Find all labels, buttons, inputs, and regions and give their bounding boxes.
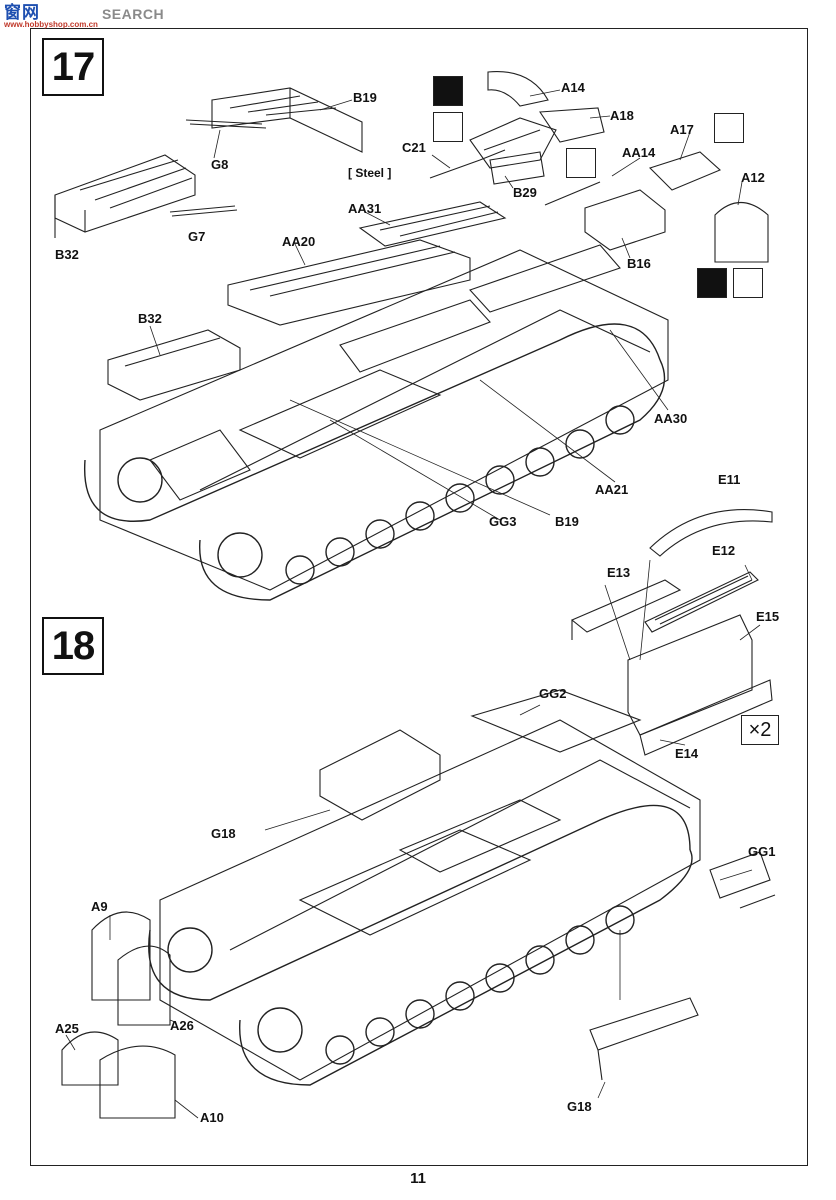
glue-icon <box>697 268 727 298</box>
callout-a25: A25 <box>55 1021 79 1036</box>
callout-e14: E14 <box>675 746 699 761</box>
cut-icon <box>714 113 744 143</box>
callout-a12: A12 <box>741 170 765 185</box>
part-a10 <box>99 1045 176 1119</box>
callout-e15: E15 <box>756 609 780 624</box>
callout-aa20: AA20 <box>282 234 316 249</box>
part-a12 <box>714 202 769 263</box>
part-g7-rail <box>169 205 238 217</box>
part-a14-a18 <box>469 71 605 169</box>
callout-gg3: GG3 <box>489 514 517 529</box>
callout-aa14: AA14 <box>622 145 656 160</box>
callout-gg2: GG2 <box>539 686 567 701</box>
callout-c21: C21 <box>402 140 426 155</box>
part-e11 <box>649 509 773 557</box>
callout-b19-bottom: B19 <box>555 514 579 529</box>
leaders-step17 <box>149 89 743 521</box>
callout-g7: G7 <box>188 229 206 244</box>
watermark: 窗网 www.hobbyshop.com.cn SEARCH <box>4 4 164 32</box>
part-engine-cover <box>319 729 441 821</box>
watermark-en: SEARCH <box>101 6 165 22</box>
part-a26 <box>117 945 171 1026</box>
callout-g18-bottom: G18 <box>567 1099 592 1114</box>
callout-a10: A10 <box>200 1110 224 1125</box>
callout-b32: B32 <box>55 247 79 262</box>
drill-icon <box>733 268 763 298</box>
drill-icon <box>433 112 463 142</box>
callout-a18: A18 <box>610 108 634 123</box>
part-a9 <box>91 911 151 1001</box>
part-a17 <box>648 151 722 191</box>
callout-e11: E11 <box>718 472 741 487</box>
watermark-cn: 窗网 <box>4 3 40 22</box>
tank-hull-step18 <box>159 719 701 1081</box>
callout-b19: B19 <box>353 90 377 105</box>
step-number-17: 17 <box>42 38 104 96</box>
page-number: 11 <box>410 1170 426 1187</box>
callout-b32-mid: B32 <box>138 311 162 326</box>
callout-a14: A14 <box>561 80 585 95</box>
steel-note: [ Steel ] <box>348 166 392 180</box>
part-exhaust <box>589 997 699 1081</box>
part-aa20 <box>227 239 471 326</box>
part-c21-rod <box>429 149 506 179</box>
tracks-step17 <box>83 323 666 601</box>
callout-e12: E12 <box>712 543 736 558</box>
watermark-url: www.hobbyshop.com.cn <box>4 20 98 29</box>
page-frame <box>30 28 808 1166</box>
callout-a26: A26 <box>170 1018 194 1033</box>
step-number-18: 18 <box>42 617 104 675</box>
tank-hull-step17 <box>99 244 669 591</box>
callout-b16: B16 <box>627 256 651 271</box>
callout-aa31: AA31 <box>348 201 382 216</box>
callout-e13: E13 <box>607 565 631 580</box>
part-a25 <box>61 1031 119 1086</box>
part-g8-rail <box>185 119 267 129</box>
leaders-step18 <box>65 559 761 1119</box>
part-aa14-pin <box>544 181 601 206</box>
callout-a17: A17 <box>670 122 694 137</box>
glue-icon <box>433 76 463 106</box>
part-b32-fender-top <box>54 154 196 238</box>
callout-aa21: AA21 <box>595 482 629 497</box>
part-b16 <box>584 189 666 251</box>
part-gg2 <box>470 689 642 753</box>
part-b32-fender-mid <box>107 329 241 401</box>
multiplier-badge: ×2 <box>741 715 779 745</box>
cut-icon <box>566 148 596 178</box>
part-b29 <box>489 151 545 185</box>
callout-g18: G18 <box>211 826 236 841</box>
part-e15 <box>627 614 753 736</box>
part-e14 <box>639 679 773 756</box>
callout-aa30: AA30 <box>654 411 688 426</box>
part-gg1 <box>709 851 776 909</box>
callout-a9: A9 <box>91 899 108 914</box>
callout-gg1: GG1 <box>748 844 776 859</box>
watermark-logo: 窗网 www.hobbyshop.com.cn <box>4 4 98 29</box>
tracks-step18 <box>148 804 693 1086</box>
callout-b29: B29 <box>513 185 537 200</box>
part-e12 <box>644 571 759 633</box>
part-e13 <box>570 579 682 640</box>
callout-g8: G8 <box>211 157 229 172</box>
part-aa31 <box>358 201 507 247</box>
part-b19-fender <box>211 87 363 153</box>
